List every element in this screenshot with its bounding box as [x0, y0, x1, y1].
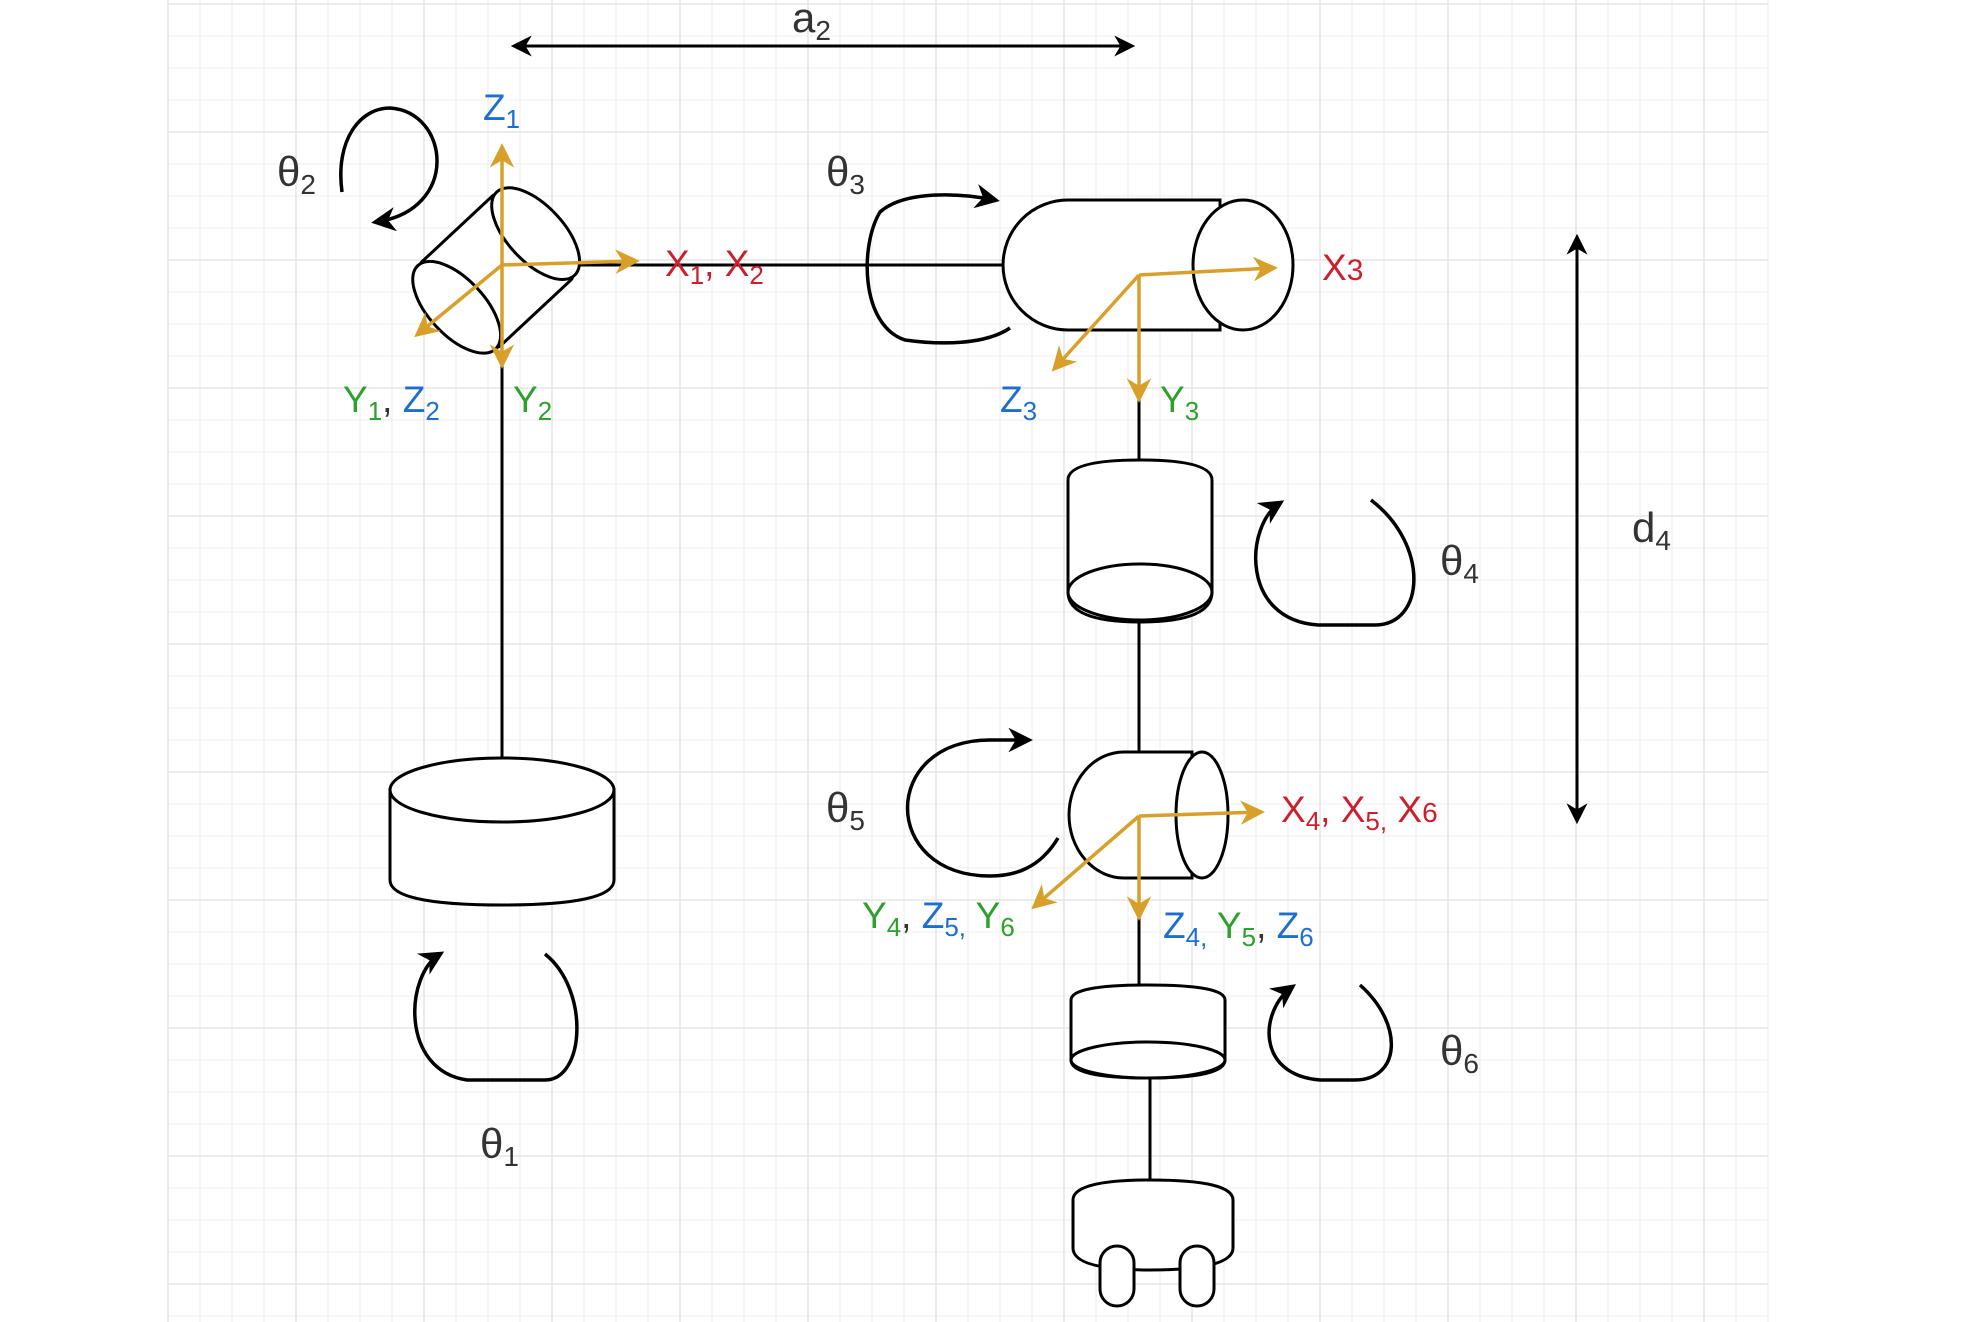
z3-axis-arrow: [1051, 273, 1141, 372]
theta3-label: θ3: [826, 148, 865, 200]
wrist3-joint: [1069, 983, 1227, 1080]
y4-z5-y6-label: Y4, Z5, Y6: [862, 895, 1015, 942]
rotation-arrows: [339, 106, 1416, 1082]
z3-label: Z3: [1000, 379, 1037, 426]
wrist1-joint: [1066, 458, 1214, 624]
theta3-rotation-arrow: [865, 184, 1011, 345]
gripper-finger-right: [1178, 1244, 1216, 1308]
z4-y5-z6-label: Z4, Y5, Z6: [1163, 905, 1314, 952]
gripper-finger-left: [1098, 1244, 1136, 1308]
theta2-label: θ2: [277, 148, 316, 200]
x4-x5-x6-label: X4, X5, X6: [1281, 789, 1438, 836]
links: [500, 263, 1152, 1180]
x4-x5-x6-axis-arrow: [1138, 800, 1265, 825]
theta1-rotation-arrow: [413, 951, 579, 1082]
x1-axis-arrow: [501, 249, 640, 274]
y4-z5-y6-axis-arrow: [1031, 814, 1141, 910]
x1-x2-label: X1, X2: [665, 243, 764, 290]
elbow-joint: [1001, 198, 1295, 332]
theta4-rotation-arrow: [1254, 498, 1416, 627]
y1-z2-axis-arrow: [414, 263, 504, 338]
theta2-rotation-arrow: [339, 106, 439, 232]
y3-label: Y3: [1160, 379, 1199, 426]
theta6-label: θ6: [1440, 1027, 1479, 1079]
theta4-label: θ4: [1440, 537, 1479, 589]
theta6-rotation-arrow: [1267, 983, 1394, 1082]
theta5-rotation-arrow: [905, 727, 1060, 878]
theta5-label: θ5: [826, 784, 865, 836]
theta1-label: θ1: [480, 1120, 519, 1172]
z1-label: Z1: [483, 87, 520, 134]
y2-label: Y2: [513, 379, 552, 426]
a2-label: a2: [792, 0, 831, 46]
x3-label: X3: [1322, 247, 1363, 288]
y1-z2-label: Y1, Z2: [343, 379, 440, 426]
tool-gripper: [1071, 1178, 1235, 1308]
background-grid: [167, 0, 1769, 1322]
x3-axis-arrow: [1138, 256, 1278, 282]
d4-label: d4: [1632, 504, 1671, 556]
base-joint: [388, 756, 616, 907]
frame-axes: [414, 143, 1278, 921]
